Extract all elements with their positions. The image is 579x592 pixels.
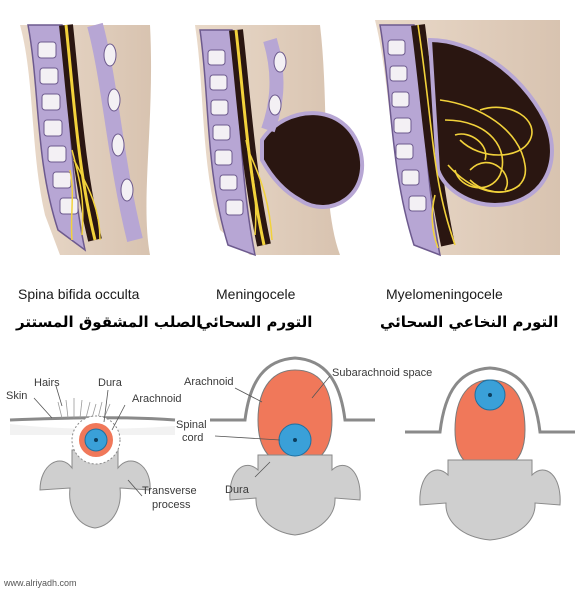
caption-spina-bifida-occulta-ar: الصلب المشقوق المستتر: [16, 313, 202, 331]
label-spinal-cord-line1: Spinal: [176, 419, 207, 431]
label-arachnoid-2: Arachnoid: [184, 376, 234, 388]
caption-myelomeningocele: Myelomeningocele: [386, 286, 503, 302]
caption-meningocele-ar: التورم السحائي: [198, 313, 313, 331]
watermark: www.alriyadh.com: [4, 578, 77, 588]
caption-myelomeningocele-ar: التورم النخاعي السحائي: [380, 313, 559, 331]
label-dura: Dura: [98, 377, 122, 389]
label-subarachnoid-space: Subarachnoid space: [332, 367, 433, 379]
panel-myelomeningocele: [375, 20, 560, 257]
cross-section-meningocele: [210, 356, 375, 536]
cross-section-illustrations: [9, 356, 575, 541]
cross-section-occulta: [9, 385, 176, 529]
label-dura-2: Dura: [225, 484, 249, 496]
panel-meningocele: [195, 25, 364, 257]
label-skin: Skin: [6, 390, 28, 402]
label-spinal-cord-line2: cord: [182, 432, 204, 444]
caption-meningocele: Meningocele: [216, 286, 296, 302]
label-arachnoid: Arachnoid: [132, 393, 182, 405]
panel-spina-bifida-occulta: [20, 22, 152, 255]
label-hairs: Hairs: [34, 377, 60, 389]
cross-section-myelomeningocele: [405, 366, 575, 541]
label-transverse-line2: process: [152, 499, 191, 511]
sagittal-illustrations: [20, 20, 560, 257]
label-transverse-line1: Transverse: [142, 485, 197, 497]
caption-spina-bifida-occulta: Spina bifida occulta: [18, 286, 140, 302]
